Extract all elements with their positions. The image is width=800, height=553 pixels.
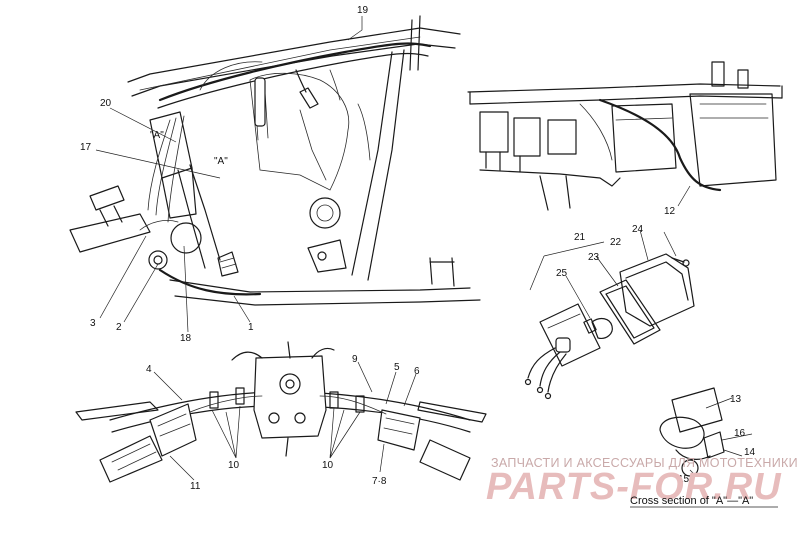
- callout-5: 5: [394, 362, 400, 373]
- callout-25: 25: [556, 268, 568, 279]
- callout-20: 20: [100, 98, 112, 109]
- watermark-tagline: ЗАПЧАСТИ И АКСЕССУАРЫ ДЛЯ МОТОТЕХНИКИ: [491, 456, 798, 470]
- callout-2: 2: [116, 322, 122, 333]
- watermark-logo: PARTS-FOR.RU: [486, 466, 782, 508]
- tail-light-assembly: [524, 241, 695, 400]
- callout-4: 4: [146, 364, 152, 375]
- cross-section-caption: Cross section of "A"—"A": [630, 495, 753, 507]
- callout-16: 16: [734, 428, 746, 439]
- section-mark-a-2: "A": [214, 156, 228, 167]
- callout-6: 6: [414, 366, 420, 377]
- watermark: ЗАПЧАСТИ И АКСЕССУАРЫ ДЛЯ МОТОТЕХНИКИ PA…: [486, 456, 798, 508]
- callout-11: 11: [190, 481, 201, 492]
- callout-18: 18: [180, 333, 192, 344]
- callout-10-right: 10: [322, 460, 334, 471]
- callout-7-8: 7·8: [372, 476, 387, 487]
- callout-19: 19: [357, 5, 369, 16]
- callout-14: 14: [744, 447, 756, 458]
- callout-13: 13: [730, 394, 742, 405]
- handlebar-assembly: [75, 341, 487, 483]
- frame-assembly: [69, 15, 481, 306]
- callout-9: 9: [352, 354, 358, 365]
- callout-10-left: 10: [228, 460, 240, 471]
- callout-1: 1: [248, 322, 254, 333]
- callout-21: 21: [574, 232, 586, 243]
- callout-15: 15: [678, 474, 690, 485]
- electrical-box-assembly: [467, 61, 783, 211]
- callout-labels: 19 20 17 3 2 18 1 12 21 22 24 23 25 4 9 …: [80, 5, 756, 492]
- leader-lines: [95, 16, 753, 481]
- callout-3: 3: [90, 318, 96, 329]
- callout-23: 23: [588, 252, 600, 263]
- callout-22: 22: [610, 237, 622, 248]
- callout-12: 12: [664, 206, 676, 217]
- callout-24: 24: [632, 224, 644, 235]
- cross-section-detail: [659, 387, 725, 477]
- section-mark-a-1: "A": [150, 130, 164, 141]
- callout-17: 17: [80, 142, 92, 153]
